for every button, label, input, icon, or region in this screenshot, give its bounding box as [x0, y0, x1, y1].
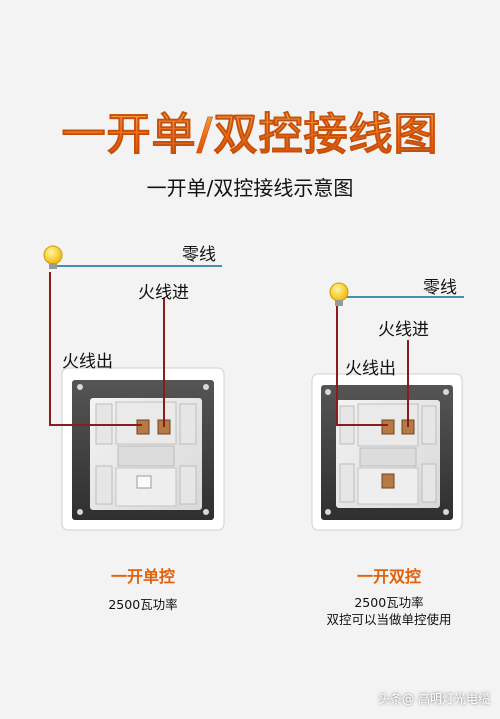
screw-icon	[443, 389, 449, 395]
left-caption: 一开单控	[110, 567, 175, 586]
screw-icon	[443, 509, 449, 515]
screw-icon	[77, 509, 83, 515]
screw-icon	[325, 389, 331, 395]
terminal-icon	[381, 473, 395, 489]
terminal-icon	[136, 419, 150, 435]
screw-icon	[325, 509, 331, 515]
left-wiring	[43, 245, 222, 427]
live-out-wire	[49, 272, 142, 426]
light-bulb-icon	[43, 245, 63, 269]
right-live-in-label: 火线进	[378, 320, 429, 340]
screw-icon	[203, 509, 209, 515]
light-bulb-icon	[329, 282, 349, 306]
screw-icon	[77, 384, 83, 390]
live-out-wire	[336, 304, 388, 426]
main-title: 一开单/双控接线图	[61, 109, 439, 161]
right-note-usage: 双控可以当做单控使用	[326, 612, 452, 627]
right-note-power: 2500瓦功率	[354, 595, 424, 610]
left-live-in-label: 火线进	[138, 283, 189, 303]
left-single-control-switch	[61, 367, 225, 531]
watermark: 头条@ 高明灯光电缆	[378, 692, 490, 706]
right-caption: 一开双控	[356, 567, 421, 586]
right-neutral-label: 零线	[423, 278, 457, 298]
left-neutral-label: 零线	[182, 245, 216, 265]
subtitle: 一开单/双控接线示意图	[146, 176, 354, 200]
screw-icon	[203, 384, 209, 390]
right-double-control-switch	[311, 373, 463, 531]
left-live-out-label: 火线出	[62, 352, 113, 372]
left-note: 2500瓦功率	[108, 597, 178, 612]
right-wiring	[329, 282, 464, 427]
terminal-icon	[381, 419, 395, 435]
right-live-out-label: 火线出	[345, 359, 396, 379]
